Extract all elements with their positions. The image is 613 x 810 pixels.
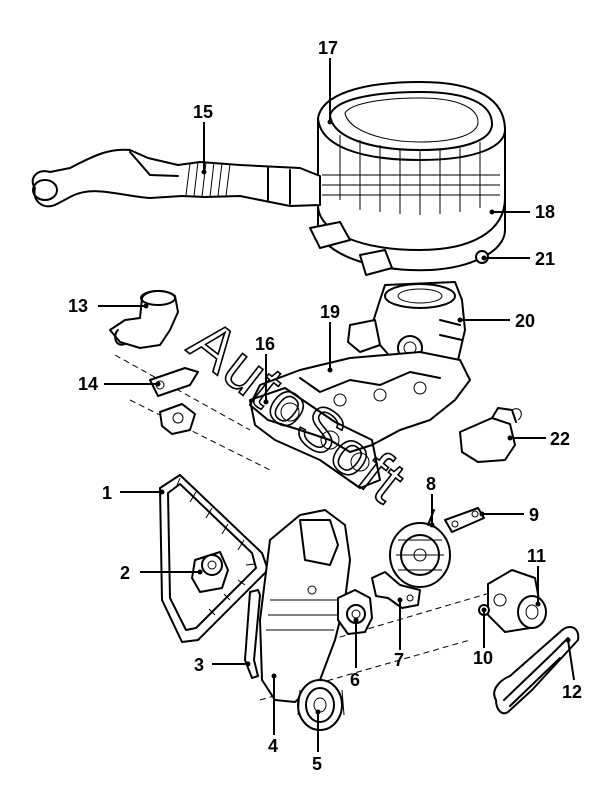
sensor-module: [459, 407, 522, 463]
bracket-strip: [244, 589, 261, 679]
callout-19: 19: [320, 302, 340, 322]
adjuster-link: [444, 507, 485, 533]
callout-8: 8: [426, 474, 436, 494]
leader-lines: [98, 58, 575, 752]
alignment-lines: [114, 354, 501, 701]
callout-2: 2: [120, 563, 130, 583]
callout-15: 15: [193, 102, 213, 122]
crankshaft-pulley: [297, 679, 345, 731]
callout-labels: 17 15 18 21 13 19 20 16 14 22 8 1 9 2 11…: [68, 38, 582, 774]
drive-belt: [493, 625, 580, 715]
fuel-pump: [109, 290, 179, 349]
callout-20: 20: [515, 311, 535, 331]
linkage-parts: [149, 367, 199, 435]
belt-tensioner: [191, 551, 229, 593]
alternator: [389, 509, 451, 588]
callout-17: 17: [318, 38, 338, 58]
timing-belt: [159, 474, 269, 643]
water-pump: [337, 589, 373, 635]
callout-22: 22: [550, 429, 570, 449]
callout-21: 21: [535, 249, 555, 269]
timing-cover: [259, 509, 351, 703]
callout-3: 3: [194, 655, 204, 675]
callout-16: 16: [255, 334, 275, 354]
callout-6: 6: [350, 670, 360, 690]
callout-13: 13: [68, 296, 88, 316]
auxiliary-pump: [478, 569, 547, 633]
callout-1: 1: [102, 483, 112, 503]
callout-5: 5: [312, 754, 322, 774]
callout-9: 9: [529, 505, 539, 525]
callout-11: 11: [527, 546, 546, 566]
callout-10: 10: [473, 648, 493, 668]
intake-duct: [31, 148, 321, 208]
callout-12: 12: [562, 682, 582, 702]
intake-manifold: [249, 351, 471, 453]
callout-14: 14: [78, 374, 98, 394]
callout-7: 7: [394, 650, 404, 670]
manifold-gasket: [249, 387, 381, 489]
callout-4: 4: [268, 736, 278, 756]
alternator-bracket: [371, 571, 421, 609]
callout-18: 18: [535, 202, 555, 222]
air-filter-housing: [309, 81, 506, 276]
